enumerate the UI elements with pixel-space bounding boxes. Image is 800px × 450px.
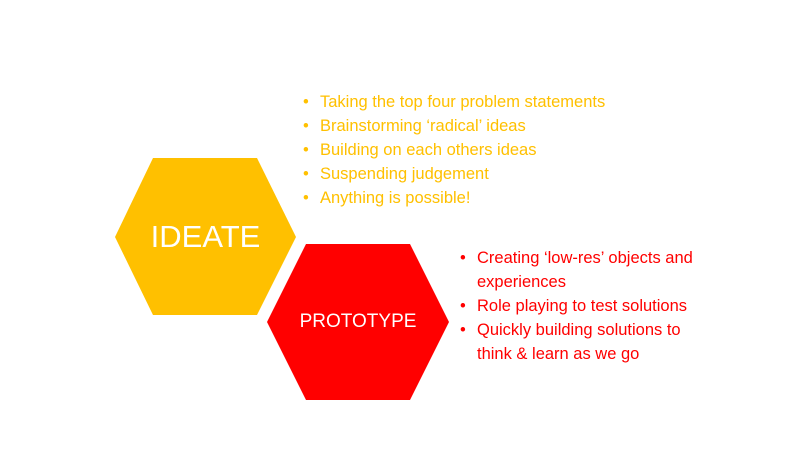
bullet-icon: • (303, 141, 309, 159)
prototype-title: PROTOTYPE (299, 311, 417, 332)
bullet-icon: • (460, 297, 466, 315)
list-item: •Creating ‘low-res’ objects and experien… (460, 246, 707, 294)
bullet-icon: • (303, 165, 309, 183)
prototype-hexagon (267, 244, 449, 400)
list-item: •Role playing to test solutions (460, 294, 707, 318)
prototype-bullet-list: •Creating ‘low-res’ objects and experien… (460, 246, 707, 366)
list-item: •Brainstorming ‘radical’ ideas (303, 114, 605, 138)
ideate-bullet-list: •Taking the top four problem statements … (303, 90, 605, 210)
bullet-icon: • (460, 321, 466, 339)
bullet-icon: • (303, 117, 309, 135)
list-item: •Anything is possible! (303, 186, 605, 210)
bullet-icon: • (460, 249, 466, 267)
list-item: •Suspending judgement (303, 162, 605, 186)
ideate-title: IDEATE (150, 219, 261, 254)
list-item: •Quickly building solutions to think & l… (460, 318, 707, 366)
ideate-hexagon (115, 158, 296, 315)
bullet-icon: • (303, 189, 309, 207)
bullet-icon: • (303, 93, 309, 111)
list-item: •Building on each others ideas (303, 138, 605, 162)
list-item: •Taking the top four problem statements (303, 90, 605, 114)
